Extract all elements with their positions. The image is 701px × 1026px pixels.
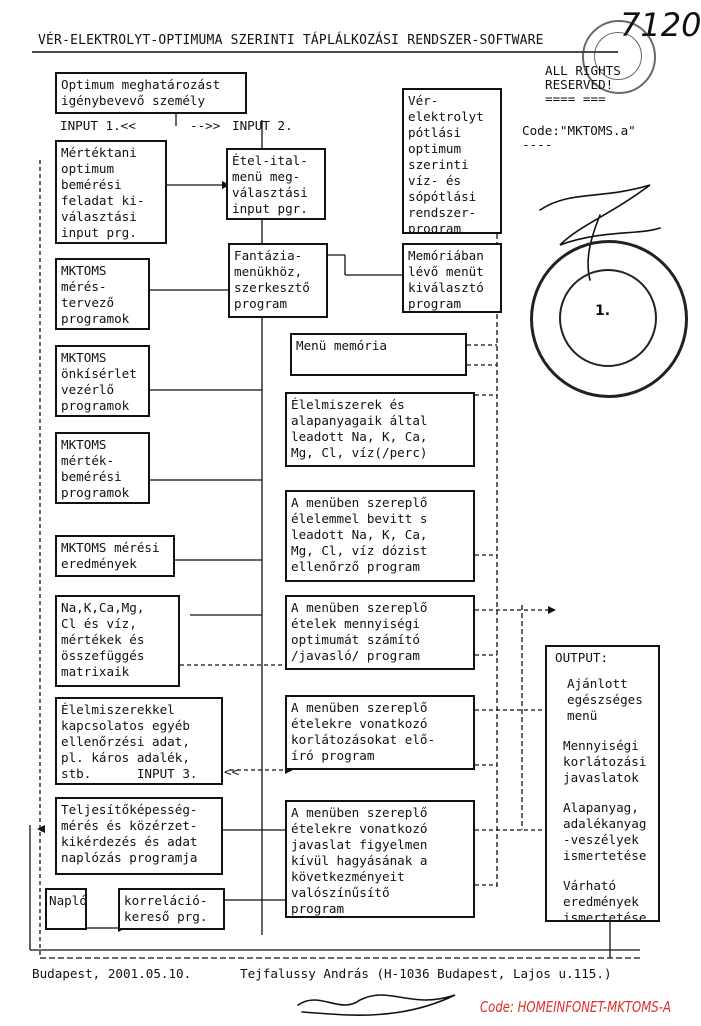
input1-arrow: -->>	[190, 118, 221, 133]
measure-plan-box: MKTOMS mérés- tervező programok	[55, 258, 150, 330]
menu-memory-box: Menü memória	[290, 333, 467, 376]
output-item-results: Várható eredmények ismertetése	[563, 878, 647, 922]
input2-label: INPUT 2.	[232, 118, 293, 133]
large-stamp-seal: 1.	[530, 240, 688, 398]
footer-author: Tejfalussy András (H-1036 Budapest, Lajo…	[240, 966, 612, 981]
code-label: Code:"MKTOMS.a" ----	[522, 123, 636, 152]
large-stamp-number: 1.	[595, 303, 611, 319]
output-box: OUTPUT: Ajánlott egészséges menü Mennyis…	[545, 645, 660, 922]
performance-box: Teljesítőképesség- mérés és közérzet- ki…	[55, 797, 223, 875]
fantasy-menu-box: Fantázia- menükhöz, szerkesztő program	[228, 243, 328, 318]
measure-calib-box: MKTOMS mérték- bemérési programok	[55, 432, 150, 504]
optimum-calc-box: A menüben szereplő ételek mennyiségi opt…	[285, 595, 475, 670]
output-item-menu: Ajánlott egészséges menü	[567, 676, 643, 723]
optimum-person-box: Optimum meghatározást igénybevevő személ…	[55, 72, 247, 114]
correlation-box: korreláció- kereső prg.	[118, 888, 225, 930]
food-menu-input-box: Étel-ital- menü meg- választási input pg…	[226, 148, 326, 220]
other-data-box: Élelmiszerekkel kapcsolatos egyéb ellenő…	[55, 697, 223, 785]
results-box: MKTOMS mérési eredmények	[55, 535, 175, 577]
output-title: OUTPUT:	[555, 650, 609, 665]
output-item-limits: Mennyiségi korlátozási javaslatok	[563, 738, 647, 785]
input3-arrow: <<	[224, 764, 240, 779]
large-stamp-inner-ring	[559, 269, 657, 367]
self-experiment-box: MKTOMS önkísérlet vezérlő programok	[55, 345, 150, 417]
water-salt-box: Vér- elektrolyt pótlási optimum szerinti…	[402, 88, 502, 234]
output-item-hazards: Alapanyag, adalékanyag -veszélyek ismert…	[563, 800, 647, 863]
small-stamp-seal	[582, 20, 656, 94]
consequences-box: A menüben szereplő ételekre vonatkozó ja…	[285, 800, 475, 918]
log-box: Napló	[45, 888, 87, 930]
dose-check-box: A menüben szereplő élelemmel bevitt s le…	[285, 490, 475, 582]
restrictions-box: A menüben szereplő ételekre vonatkozó ko…	[285, 695, 475, 770]
measure-task-box: Mértéktani optimum bemérési feladat ki- …	[55, 140, 167, 244]
small-stamp-inner-ring	[594, 32, 642, 80]
input1-label: INPUT 1.<<	[60, 118, 136, 133]
footer-code: Code: HOMEINFONET-MKTOMS-A	[480, 998, 671, 1016]
footer-place-date: Budapest, 2001.05.10.	[32, 966, 192, 981]
memory-select-box: Memóriában lévő menüt kiválasztó program	[402, 243, 502, 313]
food-release-box: Élelmiszerek és alapanyagaik által leado…	[285, 392, 475, 467]
page-title: VÉR-ELEKTROLYT-OPTIMUMA SZERINTI TÁPLÁLK…	[38, 33, 544, 48]
matrix-box: Na,K,Ca,Mg, Cl és víz, mértékek és össze…	[55, 595, 180, 687]
